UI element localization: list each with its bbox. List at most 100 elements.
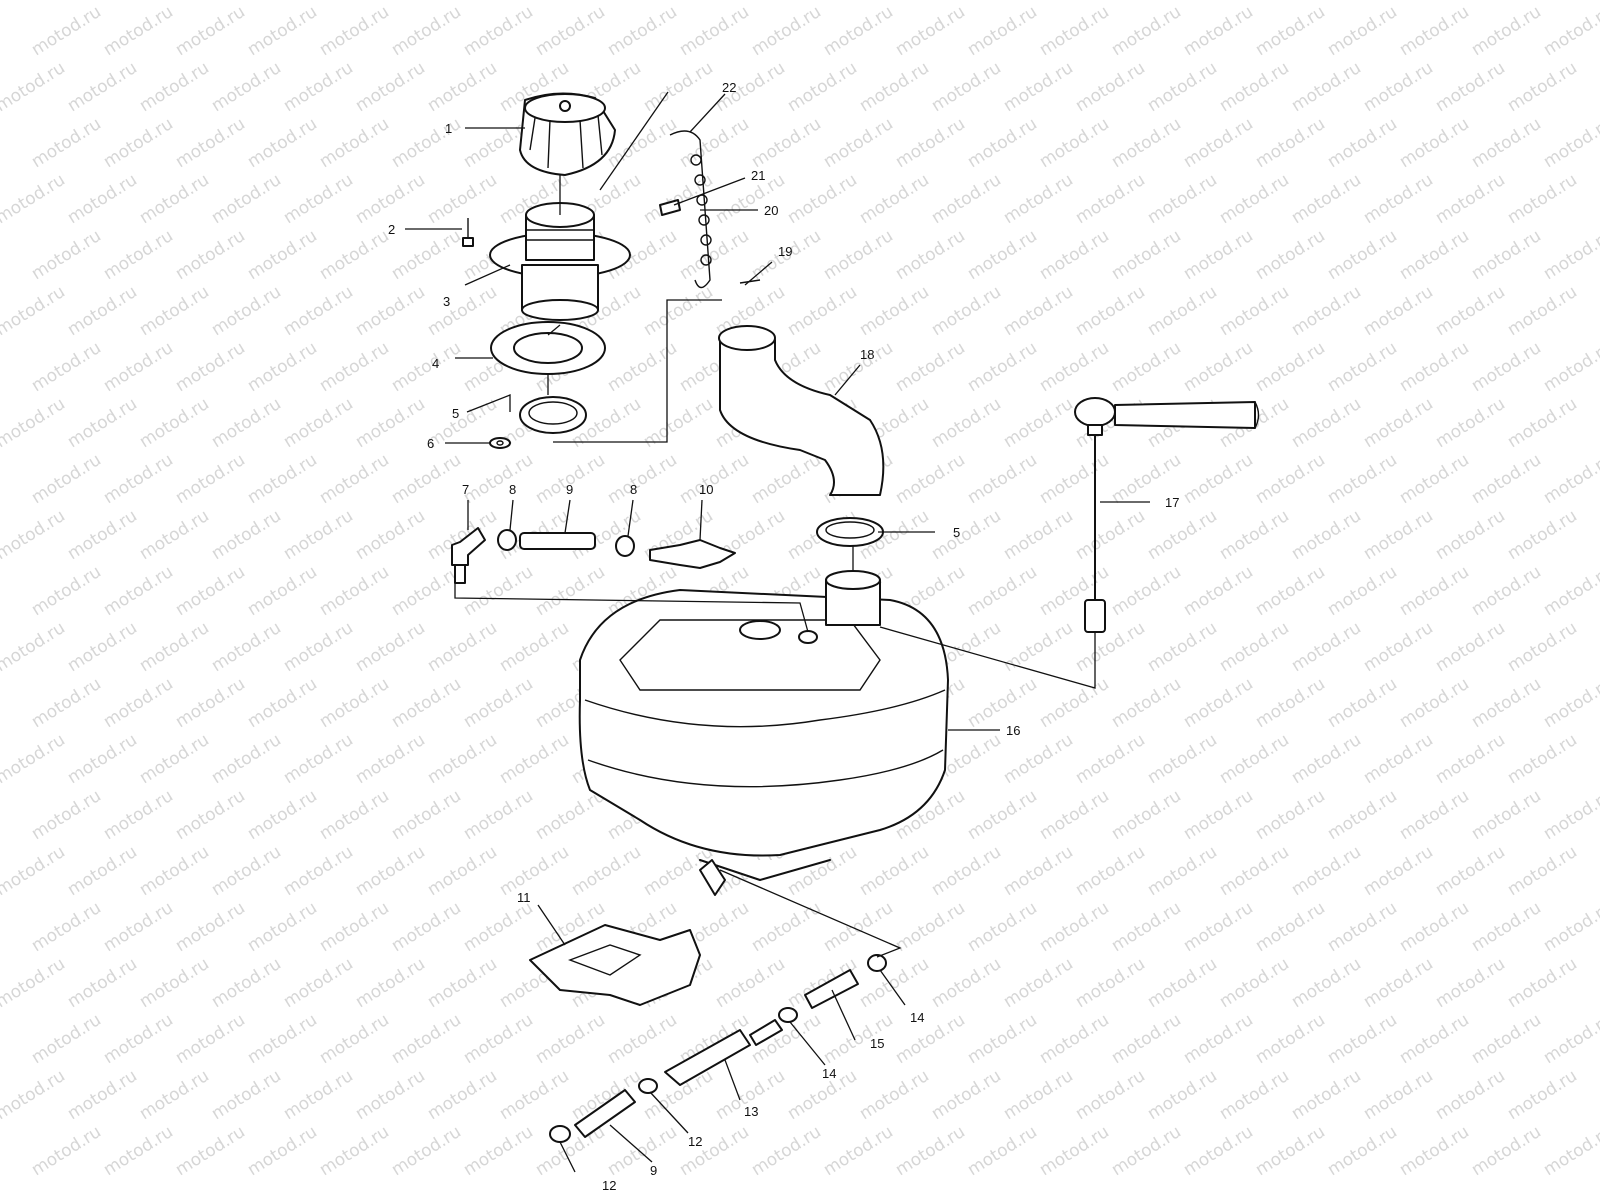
clamp-lower-c — [778, 1007, 798, 1023]
watermark-text: motod.ru — [604, 338, 681, 396]
watermark-text: motod.ru — [28, 1122, 105, 1180]
watermark-text: motod.ru — [28, 114, 105, 172]
short-hose — [804, 969, 859, 1009]
watermark-text: motod.ru — [1540, 562, 1600, 620]
watermark-text: motod.ru — [820, 226, 897, 284]
watermark-text: motod.ru — [1360, 1066, 1437, 1124]
watermark-text: motod.ru — [1180, 338, 1257, 396]
watermark-text: motod.ru — [388, 226, 465, 284]
watermark-text: motod.ru — [1360, 282, 1437, 340]
watermark-text: motod.ru — [856, 1066, 933, 1124]
watermark-text: motod.ru — [1432, 954, 1509, 1012]
watermark-text: motod.ru — [1216, 170, 1293, 228]
watermark-text: motod.ru — [388, 674, 465, 732]
watermark-text: motod.ru — [1504, 506, 1581, 564]
watermark-text: motod.ru — [424, 170, 501, 228]
watermark-text: motod.ru — [1324, 1010, 1401, 1068]
watermark-text: motod.ru — [640, 58, 717, 116]
watermark-text: motod.ru — [1288, 506, 1365, 564]
watermark-text: motod.ru — [856, 282, 933, 340]
watermark-text: motod.ru — [280, 954, 357, 1012]
vent-hose-elbow — [718, 325, 885, 496]
watermark-text: motod.ru — [28, 674, 105, 732]
watermark-text: motod.ru — [1108, 786, 1185, 844]
watermark-text: motod.ru — [280, 730, 357, 788]
watermark-text: motod.ru — [460, 2, 537, 60]
watermark-text: motod.ru — [1144, 954, 1221, 1012]
washer — [489, 437, 511, 449]
watermark-text: motod.ru — [100, 562, 177, 620]
watermark-text: motod.ru — [532, 1010, 609, 1068]
watermark-text: motod.ru — [1360, 506, 1437, 564]
watermark-text: motod.ru — [28, 338, 105, 396]
watermark-text: motod.ru — [1000, 954, 1077, 1012]
callout-15: 15 — [870, 1036, 884, 1051]
watermark-text: motod.ru — [748, 1122, 825, 1180]
check-valve — [649, 539, 736, 569]
elbow-fitting — [451, 527, 486, 584]
watermark-text: motod.ru — [64, 506, 141, 564]
watermark-text: motod.ru — [172, 450, 249, 508]
watermark-text: motod.ru — [1504, 394, 1581, 452]
callout-14-mid: 14 — [822, 1066, 836, 1081]
watermark-text: motod.ru — [28, 898, 105, 956]
watermark-text: motod.ru — [172, 114, 249, 172]
watermark-text: motod.ru — [1216, 842, 1293, 900]
watermark-text: motod.ru — [1468, 114, 1545, 172]
watermark-text: motod.ru — [1036, 1122, 1113, 1180]
watermark-text: motod.ru — [424, 1066, 501, 1124]
watermark-text: motod.ru — [208, 730, 285, 788]
watermark-text: motod.ru — [244, 226, 321, 284]
watermark-text: motod.ru — [280, 394, 357, 452]
watermark-text: motod.ru — [1000, 282, 1077, 340]
watermark-text: motod.ru — [892, 338, 969, 396]
watermark-text: motod.ru — [1036, 226, 1113, 284]
watermark-text: motod.ru — [1324, 114, 1401, 172]
watermark-text: motod.ru — [1216, 506, 1293, 564]
watermark-text: motod.ru — [1288, 730, 1365, 788]
watermark-text: motod.ru — [1108, 2, 1185, 60]
callout-1: 1 — [445, 121, 452, 136]
callout-6: 6 — [427, 436, 434, 451]
watermark-text: motod.ru — [964, 898, 1041, 956]
watermark-text: motod.ru — [928, 58, 1005, 116]
watermark-text: motod.ru — [208, 170, 285, 228]
callout-5-lower: 5 — [953, 525, 960, 540]
watermark-text: motod.ru — [1432, 506, 1509, 564]
watermark-text: motod.ru — [820, 898, 897, 956]
watermark-text: motod.ru — [1252, 562, 1329, 620]
watermark-text: motod.ru — [1360, 730, 1437, 788]
watermark-text: motod.ru — [1468, 898, 1545, 956]
watermark-text: motod.ru — [1252, 226, 1329, 284]
watermark-text: motod.ru — [820, 1122, 897, 1180]
watermark-text: motod.ru — [1036, 1010, 1113, 1068]
watermark-text: motod.ru — [964, 1122, 1041, 1180]
filler-neck — [489, 202, 631, 321]
watermark-text: motod.ru — [1180, 786, 1257, 844]
watermark-text: motod.ru — [244, 114, 321, 172]
callout-16: 16 — [1006, 723, 1020, 738]
watermark-text: motod.ru — [1468, 1122, 1545, 1180]
screw — [462, 218, 474, 247]
callout-9-lower: 9 — [650, 1163, 657, 1178]
watermark-text: motod.ru — [964, 226, 1041, 284]
watermark-text: motod.ru — [1252, 114, 1329, 172]
watermark-text: motod.ru — [172, 338, 249, 396]
watermark-text: motod.ru — [460, 1010, 537, 1068]
watermark-text: motod.ru — [1072, 170, 1149, 228]
tank-bracket — [529, 924, 701, 1006]
watermark-text: motod.ru — [1432, 1066, 1509, 1124]
watermark-text: motod.ru — [244, 1122, 321, 1180]
clamp-lower-a — [549, 1125, 571, 1143]
watermark-text: motod.ru — [0, 1066, 69, 1124]
watermark-text: motod.ru — [748, 898, 825, 956]
callout-19: 19 — [778, 244, 792, 259]
watermark-text: motod.ru — [172, 226, 249, 284]
watermark-text: motod.ru — [280, 618, 357, 676]
watermark-text: motod.ru — [1036, 114, 1113, 172]
watermark-text: motod.ru — [1540, 898, 1600, 956]
watermark-text: motod.ru — [676, 450, 753, 508]
watermark-text: motod.ru — [1324, 450, 1401, 508]
watermark-text: motod.ru — [1144, 170, 1221, 228]
watermark-text: motod.ru — [64, 730, 141, 788]
